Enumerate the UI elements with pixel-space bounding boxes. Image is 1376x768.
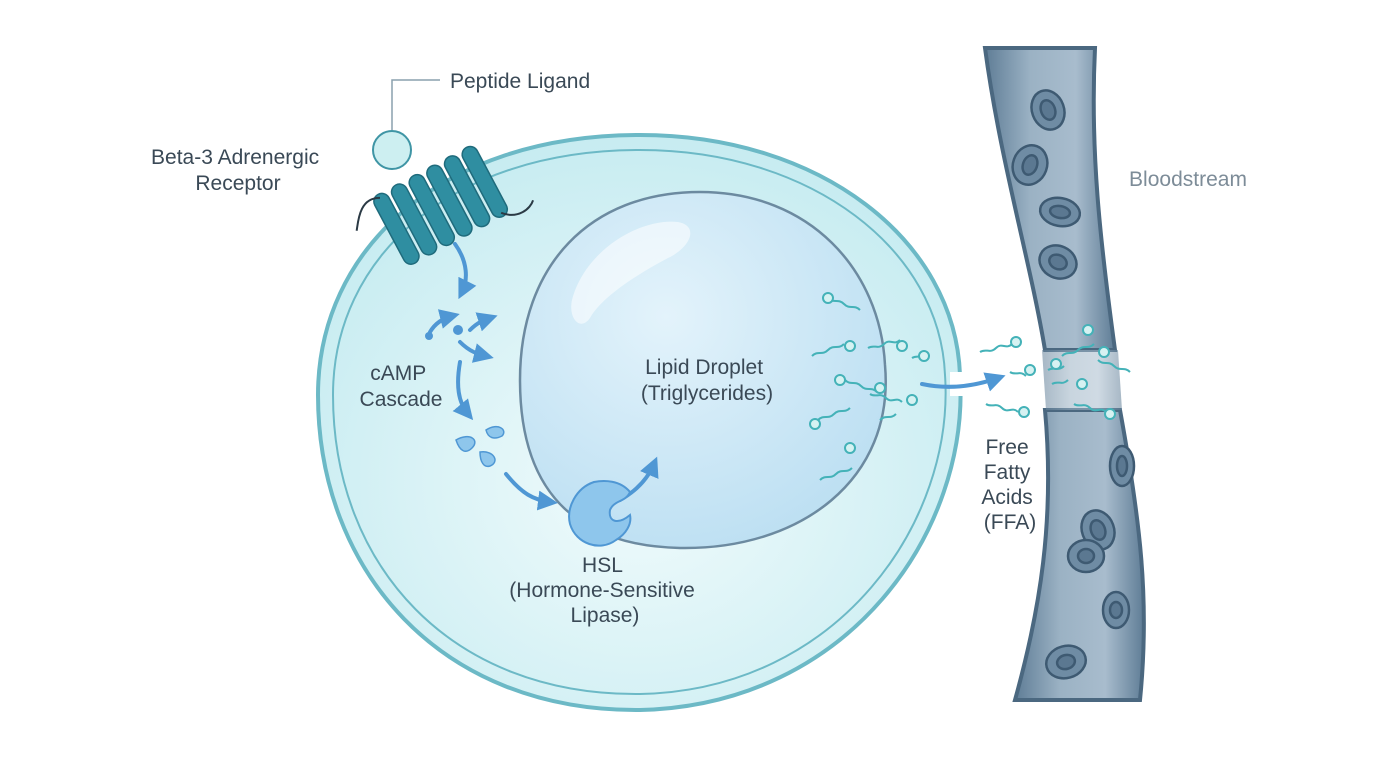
- fatty-acid-icon: [834, 374, 878, 393]
- droplet-highlight: [571, 221, 691, 324]
- fatty-acid-icon: [879, 394, 918, 421]
- red-blood-cell-icon: [1038, 196, 1082, 228]
- flow-arrow-icon: [504, 472, 558, 511]
- fatty-acid-icon: [809, 407, 851, 430]
- red-blood-cells: [1011, 89, 1136, 680]
- fatty-acid-icon: [1047, 358, 1065, 371]
- label-bloodstream: Bloodstream: [1129, 168, 1247, 191]
- label-lipid-droplet: Lipid Droplet (Triglycerides): [641, 356, 773, 405]
- fatty-acid-icon: [819, 442, 856, 481]
- red-blood-cell-icon: [1101, 590, 1131, 630]
- fatty-acid-icon: [911, 350, 930, 362]
- ffa-in-vessel: [1047, 324, 1131, 420]
- fatty-acid-icon: [811, 340, 856, 357]
- fatty-acid-icon: [1051, 378, 1088, 390]
- receptor-icon: [355, 145, 535, 265]
- label-receptor: Beta-3 Adrenergic Receptor: [151, 146, 325, 195]
- label-camp-cascade: cAMP Cascade: [360, 362, 443, 411]
- fatty-acid-icon: [1097, 346, 1131, 373]
- peptide-ligand: [372, 79, 440, 170]
- peptide-ligand-icon: [372, 130, 412, 170]
- ffa-in-transit: [979, 336, 1036, 418]
- flow-arrow-icon: [920, 372, 1006, 392]
- red-blood-cell-icon: [1030, 89, 1066, 131]
- flow-arrow-icon: [428, 309, 460, 334]
- red-blood-cell-icon: [1038, 244, 1078, 280]
- label-peptide-ligand: Peptide Ligand: [450, 70, 590, 93]
- flow-arrow-icon: [452, 360, 474, 421]
- label-ffa: Free Fatty Acids (FFA): [981, 436, 1038, 534]
- fatty-acid-icon: [822, 292, 861, 311]
- fatty-acid-icon: [979, 336, 1022, 353]
- ffa-inside-cell: [809, 292, 930, 481]
- red-blood-cell-icon: [1044, 644, 1088, 680]
- lipid-droplet: [518, 190, 887, 550]
- fatty-acid-icon: [1009, 364, 1036, 377]
- fatty-acid-icon: [985, 403, 1030, 418]
- hsl-enzyme-icon: [568, 480, 632, 547]
- label-hsl: HSL (Hormone-Sensitive Lipase): [509, 554, 700, 627]
- flow-arrow-icon: [468, 312, 498, 332]
- fatty-acid-icon: [869, 382, 903, 403]
- ligand-leader-line: [391, 79, 440, 130]
- fatty-acid-icon: [1061, 324, 1095, 357]
- fatty-acid-icon: [867, 339, 908, 352]
- flow-arrow-icon: [458, 340, 494, 363]
- red-blood-cell-icon: [1066, 538, 1106, 574]
- fatty-acid-icon: [1073, 403, 1116, 420]
- flow-arrow-icon: [453, 242, 477, 300]
- cell-membrane-inner: [331, 148, 947, 696]
- activated-kinase-fragments: [455, 425, 505, 468]
- camp-molecule-icon: [425, 325, 463, 340]
- red-blood-cell-icon: [1011, 144, 1049, 186]
- red-blood-cell-icon: [1108, 444, 1136, 488]
